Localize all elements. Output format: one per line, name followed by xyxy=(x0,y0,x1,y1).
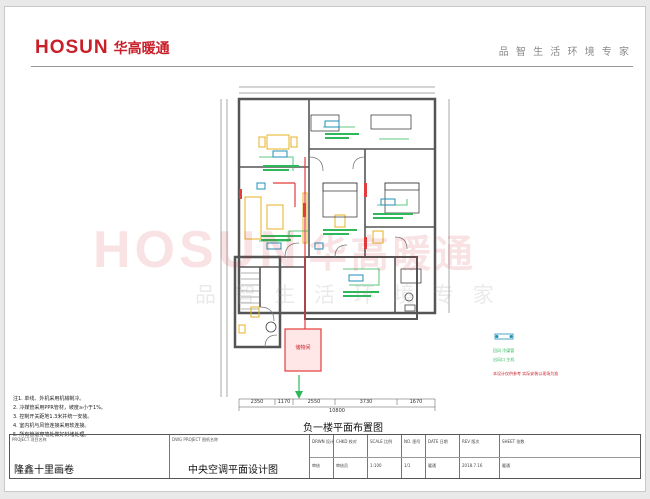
tb-cell-7: SHEET 张数 暖通 xyxy=(502,439,525,468)
bathroom-fixtures xyxy=(265,268,422,333)
watermark-slogan: 品 智 生 活 环 境 专 家 xyxy=(195,283,500,307)
red-markers xyxy=(239,183,367,249)
title-block: PROJECT 项目名称 隆鑫十里画卷 DWG PROJECT 图纸名称 中央空… xyxy=(9,434,641,479)
legend-note: 本设计仅供参考 实际安装以现场为准 xyxy=(493,370,558,376)
tb-cell-3: SCALE 比例 1:100 xyxy=(368,435,402,478)
dim-bottom-5: 1670 xyxy=(410,399,423,405)
project-cell: PROJECT 项目名称 隆鑫十里画卷 xyxy=(10,435,170,478)
note-line: 注1. 单线、外机采用机械制冷。 xyxy=(13,396,85,402)
plan-title: 负一楼平面布置图 xyxy=(301,419,385,435)
dim-bottom-4: 3730 xyxy=(360,399,373,405)
dim-bottom-1: 2350 xyxy=(251,399,264,405)
legend-line-2: 出风口 主机 xyxy=(493,356,514,362)
tb-cell-4: NO. 图号 1/1 xyxy=(402,435,426,478)
brand-name-en: HOSUN xyxy=(35,37,109,58)
beds xyxy=(310,114,420,218)
dim-bottom-3: 2550 xyxy=(308,399,321,405)
dim-bottom-total: 10800 xyxy=(329,408,345,414)
floor-plan: 2350 1170 2550 3730 1670 10800 储物间 回风 冷媒… xyxy=(220,86,558,414)
tb-cell-5: DATE 日期 暖通 xyxy=(426,435,460,478)
slogan: 品 智 生 活 环 境 专 家 xyxy=(498,47,631,58)
legend: 回风 冷媒管 出风口 主机 本设计仅供参考 实际安装以现场为准 xyxy=(493,333,558,376)
dim-bottom-2: 1170 xyxy=(278,399,291,405)
drawing-sheet: HOSUN 华高暖通 品 智 生 活 环 境 专 家 xyxy=(4,6,646,492)
project-name: 隆鑫十里画卷 xyxy=(14,465,74,476)
dimension-lines xyxy=(220,86,450,411)
note-line: 4. 室内机与风管连接采用软连接。 xyxy=(13,423,90,429)
drawing-name: 中央空调平面设计图 xyxy=(188,465,278,476)
indoor-units xyxy=(256,120,396,282)
watermark-en: HOSUN xyxy=(93,221,301,279)
stairs xyxy=(241,272,259,310)
header-divider xyxy=(31,66,633,67)
entrance-arrow xyxy=(295,375,303,399)
brand-logo: HOSUN 华高暖通 xyxy=(35,37,170,59)
storage-room xyxy=(284,328,322,372)
door-arcs xyxy=(259,156,408,348)
bottom-dimension-texts: 2350 1170 2550 3730 1670 10800 xyxy=(251,399,423,414)
brand-name-cn: 华高暖通 xyxy=(113,41,170,57)
refrigerant-pipes xyxy=(273,157,306,347)
tb-divider xyxy=(310,457,640,458)
note-line: 2. 冷媒管采用PPR管材，坡度≥小于1%。 xyxy=(13,405,106,411)
storage-room-label: 储物间 xyxy=(295,344,310,351)
design-notes: 注1. 单线、外机采用机械制冷。 2. 冷媒管采用PPR管材，坡度≥小于1%。 … xyxy=(13,395,106,440)
note-line: 3. 控制开关距地1.3米并统一安装。 xyxy=(13,414,93,420)
tb-cell-6: REV 版次 2018.7.16 xyxy=(460,435,500,478)
tb-cell-2: CHKD 校对 审核员 xyxy=(334,435,368,478)
drawing-label: DWG PROJECT 图纸名称 xyxy=(172,437,218,442)
note-line: 5. 所有管道穿墙处做好封堵处理。 xyxy=(13,432,90,438)
drawing-cell: DWG PROJECT 图纸名称 中央空调平面设计图 xyxy=(170,435,310,478)
project-label: PROJECT 项目名称 xyxy=(12,437,47,442)
legend-line-1: 回风 冷媒管 xyxy=(493,347,514,353)
duct-labels xyxy=(261,133,413,297)
tb-cell-1: DRWN 设计 审核 xyxy=(310,435,334,478)
watermark-cn: 华高暖通 xyxy=(308,232,477,276)
